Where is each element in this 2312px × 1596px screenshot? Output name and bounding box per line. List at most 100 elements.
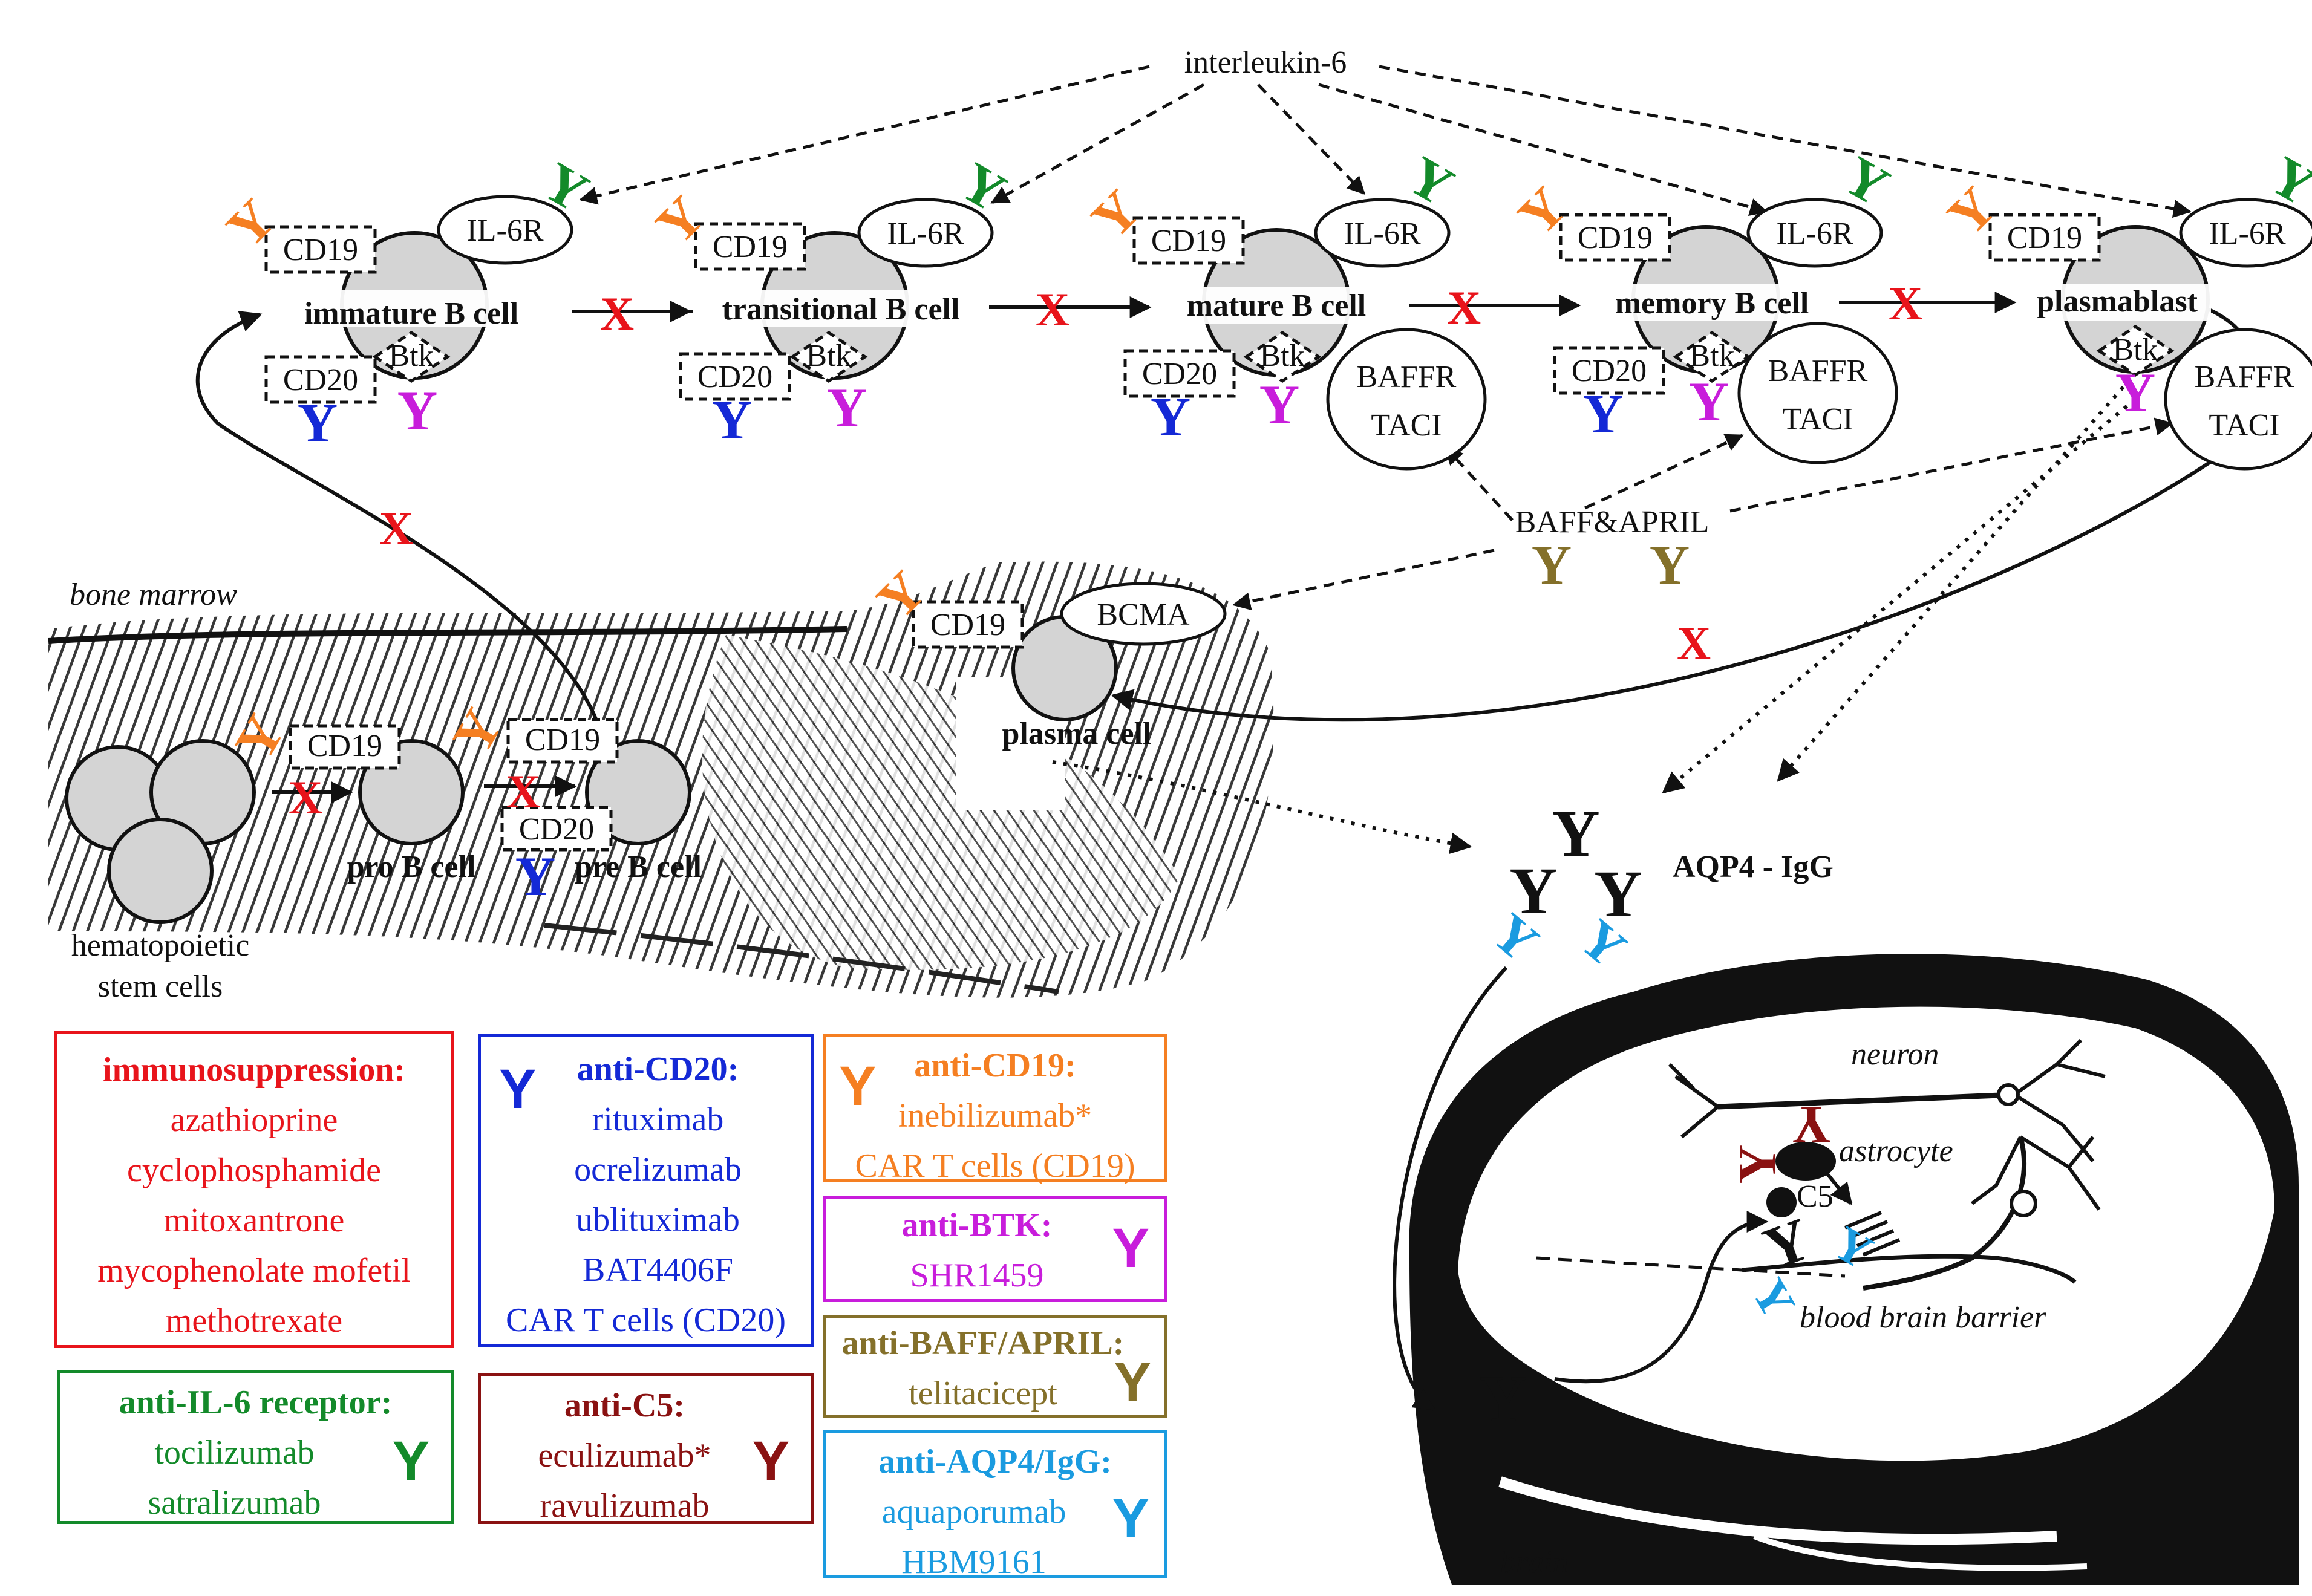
- antibody-btk-icon: Y: [1112, 1217, 1149, 1279]
- drug-name: methotrexate: [165, 1302, 343, 1340]
- legend-immunosuppression: immunosuppression: azathioprine cyclopho…: [54, 1031, 454, 1348]
- legend-anti-cd19: Y anti-CD19: inebilizumab* CAR T cells (…: [823, 1034, 1167, 1185]
- cd20-label-4: CD20: [1572, 354, 1647, 388]
- il6r-label-3: IL-6R: [1344, 217, 1420, 251]
- antibody-btk: Y: [1689, 371, 1729, 432]
- legend-anti-baff-april: Y anti-BAFF/APRIL: telitacicept: [823, 1315, 1167, 1418]
- stem-cell-3: [107, 818, 214, 924]
- cd19-label-6: CD19: [307, 729, 382, 763]
- block-mark: X: [1036, 283, 1069, 336]
- drug-name: mitoxantrone: [163, 1202, 345, 1239]
- drug-name: tocilizumab: [154, 1434, 315, 1471]
- btk-label-1: Btk: [388, 339, 434, 373]
- antibody-c5: Y: [1792, 1095, 1832, 1155]
- drug-name: satralizumab: [148, 1484, 321, 1522]
- plasma-cell-label: plasma cell: [1002, 717, 1152, 751]
- antibody-aqp4-igg: Y: [1594, 857, 1642, 931]
- drug-name: HBM9161: [901, 1543, 1047, 1581]
- legend-title: anti-CD19:: [914, 1047, 1076, 1084]
- btk-label-4: Btk: [1689, 339, 1734, 373]
- antibody-aqp4-igg: Y: [1552, 796, 1599, 870]
- cd20-label-5: CD20: [519, 812, 594, 847]
- cd19-labels: CD19 CD19 CD19 CD19 CD19 CD19 CD19 CD19: [283, 221, 2082, 763]
- cd19-label-7: CD19: [525, 723, 600, 757]
- taci-label-1: TACI: [1371, 408, 1442, 443]
- legend-title: anti-AQP4/IgG:: [878, 1443, 1112, 1480]
- legend-anti-cd20: Y anti-CD20: rituximab ocrelizumab ublit…: [478, 1034, 814, 1347]
- block-mark: X: [379, 502, 413, 555]
- legend-title: immunosuppression:: [102, 1051, 405, 1089]
- antibody-cd20-icon: Y: [499, 1058, 537, 1120]
- bbb-label: blood brain barrier: [1800, 1300, 2046, 1335]
- antibody-btk: Y: [827, 377, 867, 438]
- memory-b-cell-label: memory B cell: [1615, 286, 1809, 321]
- brain-drawing: [1409, 954, 2299, 1585]
- receptor-ovals: [437, 195, 2312, 646]
- legend-anti-c5: Y anti-C5: eculizumab* ravulizumab: [478, 1373, 814, 1525]
- aqp4-igg-label: AQP4 - IgG: [1673, 850, 1834, 884]
- btk-labels: Btk Btk Btk Btk Btk: [388, 333, 2158, 373]
- il6r-label-1: IL-6R: [466, 213, 543, 248]
- baff-april-label: BAFF&APRIL: [1515, 505, 1710, 539]
- il6r-label-5: IL-6R: [2209, 217, 2285, 251]
- bcma-label: BCMA: [1097, 598, 1190, 632]
- antibody-c5: Y: [1728, 1145, 1788, 1184]
- baffr-label-3: BAFFR: [2195, 360, 2294, 394]
- cd19-label-3: CD19: [1151, 224, 1226, 258]
- legend-anti-il6-receptor: Y anti-IL-6 receptor: tocilizumab satral…: [57, 1370, 454, 1524]
- legend-title: anti-CD20:: [576, 1050, 739, 1088]
- drug-name: eculizumab*: [538, 1437, 711, 1474]
- drug-name: SHR1459: [910, 1257, 1044, 1294]
- astrocyte-body: [1766, 1142, 1901, 1257]
- block-mark: X: [1447, 281, 1481, 334]
- legend-anti-aqp4-igg: Y anti-AQP4/IgG: aquaporumab HBM9161: [823, 1430, 1167, 1581]
- hsc-label-line2: stem cells: [98, 969, 223, 1004]
- pre-b-cell-label: pre B cell: [575, 850, 702, 884]
- legend-title: anti-BAFF/APRIL:: [841, 1324, 1125, 1362]
- antibody-baff: Y: [1650, 534, 1690, 596]
- drug-name: inebilizumab*: [898, 1097, 1092, 1135]
- block-mark: X: [600, 287, 634, 340]
- antibody-il6r-icon: Y: [392, 1430, 429, 1492]
- antibody-cd20: Y: [298, 392, 338, 454]
- antibody-cd19-icon: Y: [839, 1055, 877, 1117]
- drug-name: rituximab: [592, 1101, 724, 1138]
- cd19-label-8: CD19: [930, 608, 1005, 642]
- antibody-cd20: Y: [1151, 386, 1190, 448]
- antibody-baff: Y: [1532, 534, 1572, 596]
- baffr-taci-labels: BAFFR TACI BAFFR TACI BAFFR TACI: [1357, 354, 2294, 443]
- legend-title: anti-BTK:: [901, 1207, 1053, 1244]
- block-mark: X: [506, 765, 540, 818]
- cd20-label-2: CD20: [697, 360, 772, 394]
- block-marks: X X X X X X X X: [289, 277, 1922, 824]
- antibody-aqp4-icon: Y: [1112, 1488, 1149, 1549]
- bone-marrow-label: bone marrow: [70, 578, 237, 612]
- dashed-marker-boxes: [264, 213, 2175, 852]
- blood-brain-barrier-line: [1536, 1256, 1846, 1278]
- cd20-labels: CD20 CD20 CD20 CD20 CD20: [283, 354, 1647, 847]
- drug-name: CAR T cells (CD20): [505, 1301, 786, 1339]
- antibody-baff-icon: Y: [1114, 1352, 1151, 1413]
- cd20-label-1: CD20: [283, 363, 358, 397]
- antibody-btk: Y: [397, 380, 437, 441]
- cd19-label-4: CD19: [1578, 221, 1653, 255]
- drug-name: telitacicept: [909, 1375, 1057, 1412]
- drug-name: CAR T cells (CD19): [855, 1147, 1135, 1185]
- drug-name: ocrelizumab: [574, 1151, 742, 1188]
- mature-b-cell-label: mature B cell: [1187, 288, 1367, 323]
- antibody-cd20: Y: [515, 845, 555, 907]
- drug-name: mycophenolate mofetil: [97, 1252, 411, 1289]
- cd19-label-2: CD19: [713, 230, 788, 264]
- transitional-b-cell-label: transitional B cell: [722, 292, 960, 327]
- taci-label-2: TACI: [1782, 402, 1853, 437]
- immature-b-cell-label: immature B cell: [304, 296, 518, 331]
- pro-b-cell-label: pro B cell: [347, 850, 476, 884]
- neuron-label: neuron: [1851, 1037, 1939, 1072]
- taci-label-3: TACI: [2209, 408, 2279, 443]
- marrow-cells: [65, 615, 1118, 924]
- btk-label-2: Btk: [806, 339, 851, 373]
- il6r-label-2: IL-6R: [887, 217, 964, 251]
- c5-label: C5: [1797, 1179, 1834, 1214]
